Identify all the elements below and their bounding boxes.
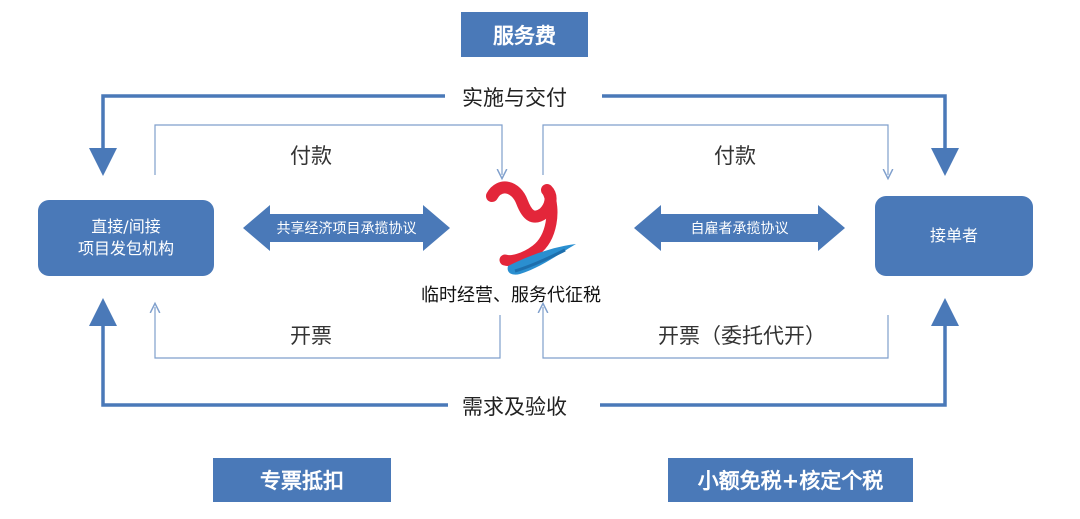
top-flow-right-line — [602, 94, 959, 176]
left-invoice-label: 开票 — [290, 324, 332, 348]
tax-exemption-band: 小额免税+核定个税 — [668, 458, 913, 502]
service-fee-band: 服务费 — [461, 12, 588, 57]
top-flow-label: 实施与交付 — [452, 82, 577, 112]
project-client-line2: 项目发包机构 — [77, 239, 174, 258]
bottom-flow-left-line — [89, 298, 448, 407]
right-invoice-line — [543, 307, 889, 359]
left-agreement-label: 共享经济项目承揽协议 — [276, 221, 417, 237]
platform-caption: 临时经营、服务代征税 — [421, 285, 601, 306]
left-pay-line — [154, 124, 502, 175]
platform-logo-icon — [486, 181, 576, 275]
vat-deduction-band: 专票抵扣 — [213, 458, 391, 502]
right-agreement-arrow — [634, 205, 845, 251]
right-pay-label: 付款 — [714, 144, 756, 168]
project-client-line1: 直接/间接 — [91, 217, 161, 236]
left-pay-label: 付款 — [290, 144, 332, 168]
bottom-flow-right-line — [600, 298, 959, 407]
left-invoice-line — [155, 307, 501, 359]
left-agreement-arrow — [243, 205, 450, 251]
right-pay-line — [542, 124, 888, 175]
right-invoice-label: 开票（委托代开） — [658, 324, 826, 348]
contractor-node: 接单者 — [875, 196, 1033, 276]
right-agreement-label: 自雇者承揽协议 — [690, 221, 789, 237]
project-client-node: 直接/间接 项目发包机构 — [38, 200, 214, 276]
bottom-flow-label: 需求及验收 — [452, 391, 577, 421]
top-flow-left-line — [89, 94, 445, 176]
